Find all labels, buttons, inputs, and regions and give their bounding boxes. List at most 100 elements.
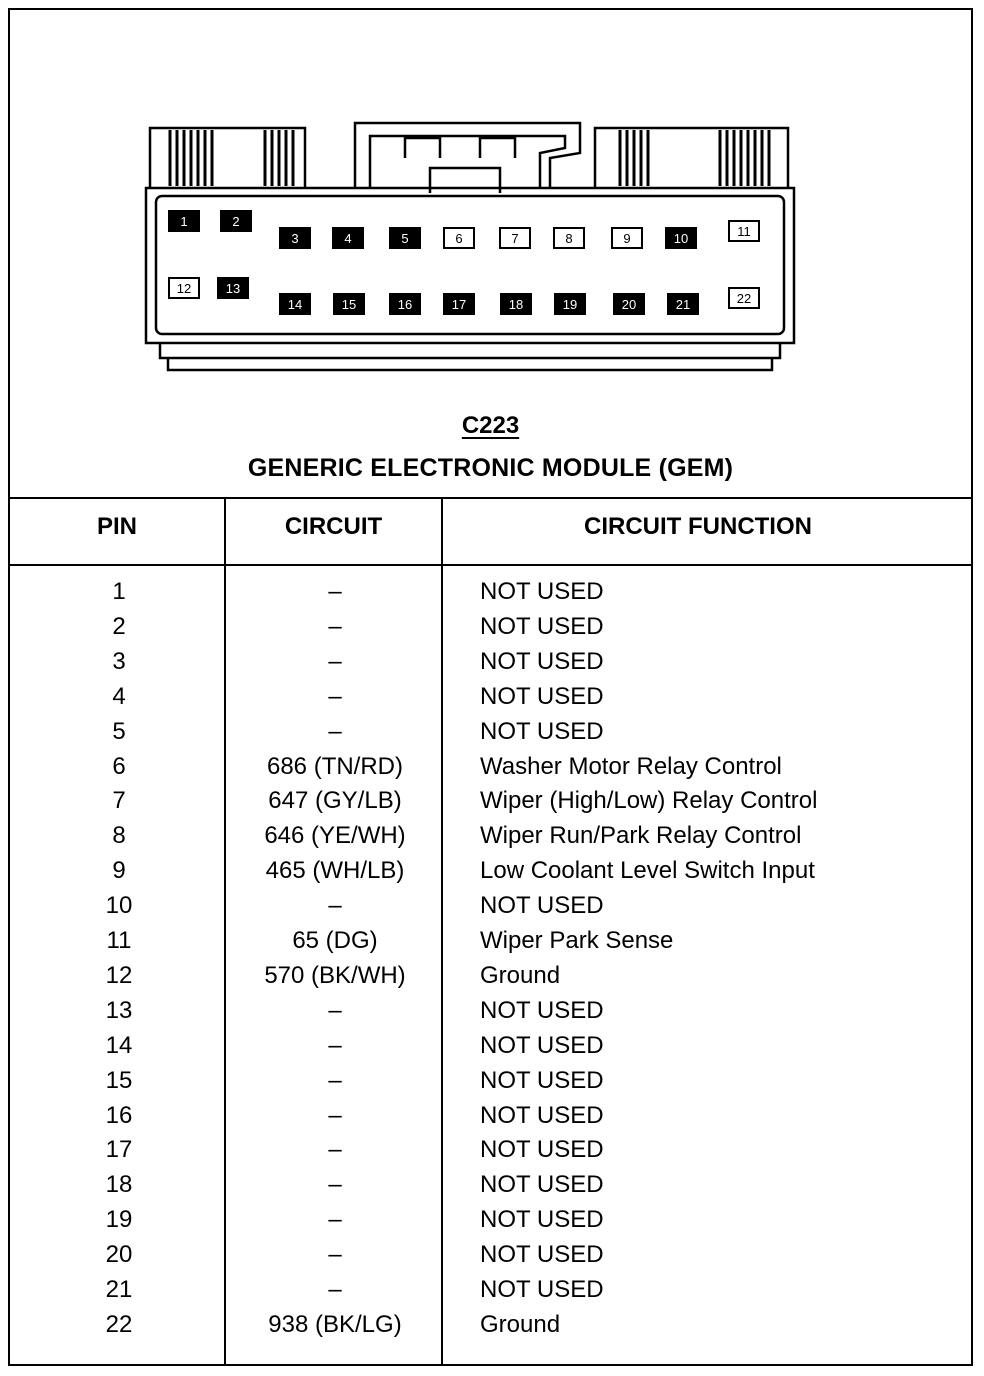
module-name: GENERIC ELECTRONIC MODULE (GEM)	[247, 454, 734, 482]
function-cell: NOT USED	[480, 1206, 604, 1234]
table-top-border	[8, 497, 973, 499]
pin-cavity: 15	[333, 293, 365, 315]
function-cell: Low Coolant Level Switch Input	[480, 857, 815, 885]
pin-cavity: 8	[553, 227, 585, 249]
function-cell: NOT USED	[480, 1066, 604, 1094]
pin-number: 12	[177, 281, 191, 296]
pin-number: 18	[509, 297, 523, 312]
circuit-cell: 465 (WH/LB)	[265, 857, 405, 885]
function-cell: NOT USED	[480, 647, 604, 675]
table-row: 15 – NOT USED	[8, 1067, 973, 1102]
pin-cell: 5	[112, 717, 126, 745]
circuit-cell: –	[328, 717, 342, 745]
pin-cavity: 17	[443, 293, 475, 315]
table-row: 21–NOT USED	[8, 1276, 973, 1311]
pin-number: 13	[226, 281, 240, 296]
table-row: 18–NOT USED	[8, 1171, 973, 1206]
pin-number: 6	[455, 231, 462, 246]
pin-cavity: 11	[728, 220, 760, 242]
pin-cavity: 6	[443, 227, 475, 249]
circuit-cell: 686 (TN/RD)	[266, 752, 404, 780]
circuit-cell: –	[328, 892, 342, 920]
table-row: 4–NOT USED	[8, 683, 973, 718]
circuit-cell: –	[328, 682, 342, 710]
connector-id: C223	[461, 412, 520, 439]
pin-number: 20	[622, 297, 636, 312]
pin-cell: 1	[112, 578, 126, 605]
pin-number: 11	[737, 224, 751, 239]
table-row: 5–NOT USED	[8, 718, 973, 753]
pin-cell: 2	[112, 612, 126, 640]
circuit-cell: –	[328, 996, 342, 1024]
table-row: 16 – NOT USED	[8, 1102, 973, 1137]
pin-cavity: 13	[217, 277, 249, 299]
function-cell: NOT USED	[480, 1101, 604, 1129]
pin-cell: 15	[105, 1066, 133, 1094]
pin-number: 9	[623, 231, 630, 246]
pin-cell: 4	[112, 682, 126, 710]
table-row: 17 – NOT USED	[8, 1136, 973, 1171]
pin-cavity: 1	[168, 210, 200, 232]
pin-number: 2	[232, 214, 239, 229]
pin-cavity: 7	[499, 227, 531, 249]
function-cell: Wiper Park Sense	[480, 927, 674, 954]
connector-title-block: C223 GENERIC ELECTRONIC MODULE (GEM)	[8, 412, 973, 483]
pin-cavity: 22	[728, 287, 760, 309]
pin-cell: 7	[112, 787, 126, 815]
function-cell: NOT USED	[480, 996, 604, 1024]
function-cell: NOT USED	[480, 578, 604, 605]
circuit-cell: –	[328, 578, 342, 605]
pin-cell: 22	[105, 1310, 133, 1338]
header-pin: PIN	[96, 513, 137, 540]
circuit-cell: –	[328, 1206, 342, 1234]
pin-number: 8	[565, 231, 572, 246]
pin-cell: 8	[112, 822, 126, 850]
pin-cell: 9	[112, 857, 126, 885]
function-cell: NOT USED	[480, 1031, 604, 1059]
pin-cavity: 4	[332, 227, 364, 249]
function-cell: Wiper Run/Park Relay Control	[480, 822, 802, 850]
pin-number: 21	[676, 297, 690, 312]
pin-cell: 19	[105, 1206, 133, 1234]
pin-cavity: 5	[389, 227, 421, 249]
pin-cell: 17	[105, 1136, 133, 1164]
function-cell: NOT USED	[480, 1136, 604, 1164]
pin-cavity: 20	[613, 293, 645, 315]
pin-cavity: 19	[554, 293, 586, 315]
circuit-cell: 65 (DG)	[292, 927, 378, 954]
pin-cell: 21	[105, 1276, 133, 1303]
function-cell: NOT USED	[480, 1276, 604, 1303]
column-divider-pin	[224, 497, 226, 1366]
pin-cavity: 2	[220, 210, 252, 232]
table-row: 2–NOT USED	[8, 613, 973, 648]
pin-number: 7	[511, 231, 518, 246]
pin-number: 16	[398, 297, 412, 312]
circuit-cell: –	[328, 1101, 342, 1129]
pin-number: 19	[563, 297, 577, 312]
circuit-cell: –	[328, 1066, 342, 1094]
function-cell: Wiper (High/Low) Relay Control	[480, 787, 818, 815]
pin-cell: 16	[105, 1101, 133, 1129]
pin-cell: 3	[112, 647, 126, 675]
pin-cavity: 16	[389, 293, 421, 315]
column-divider-circuit	[441, 497, 443, 1366]
header-circuit: CIRCUIT	[284, 513, 383, 540]
pin-number: 3	[291, 231, 298, 246]
table-row: 13–NOT USED	[8, 997, 973, 1032]
table-row: 19 – NOT USED	[8, 1206, 973, 1241]
circuit-cell: 570 (BK/WH)	[264, 961, 406, 989]
pin-cell: 6	[112, 752, 126, 780]
circuit-cell: –	[328, 1136, 342, 1164]
circuit-cell: 646 (YE/WH)	[264, 822, 406, 850]
table-row: 9 465 (WH/LB) Low Coolant Level Switch Inp…	[8, 857, 973, 892]
pin-number: 4	[344, 231, 351, 246]
function-cell: NOT USED	[480, 612, 604, 640]
circuit-cell: 938 (BK/LG)	[268, 1310, 402, 1338]
pin-cavity: 18	[500, 293, 532, 315]
